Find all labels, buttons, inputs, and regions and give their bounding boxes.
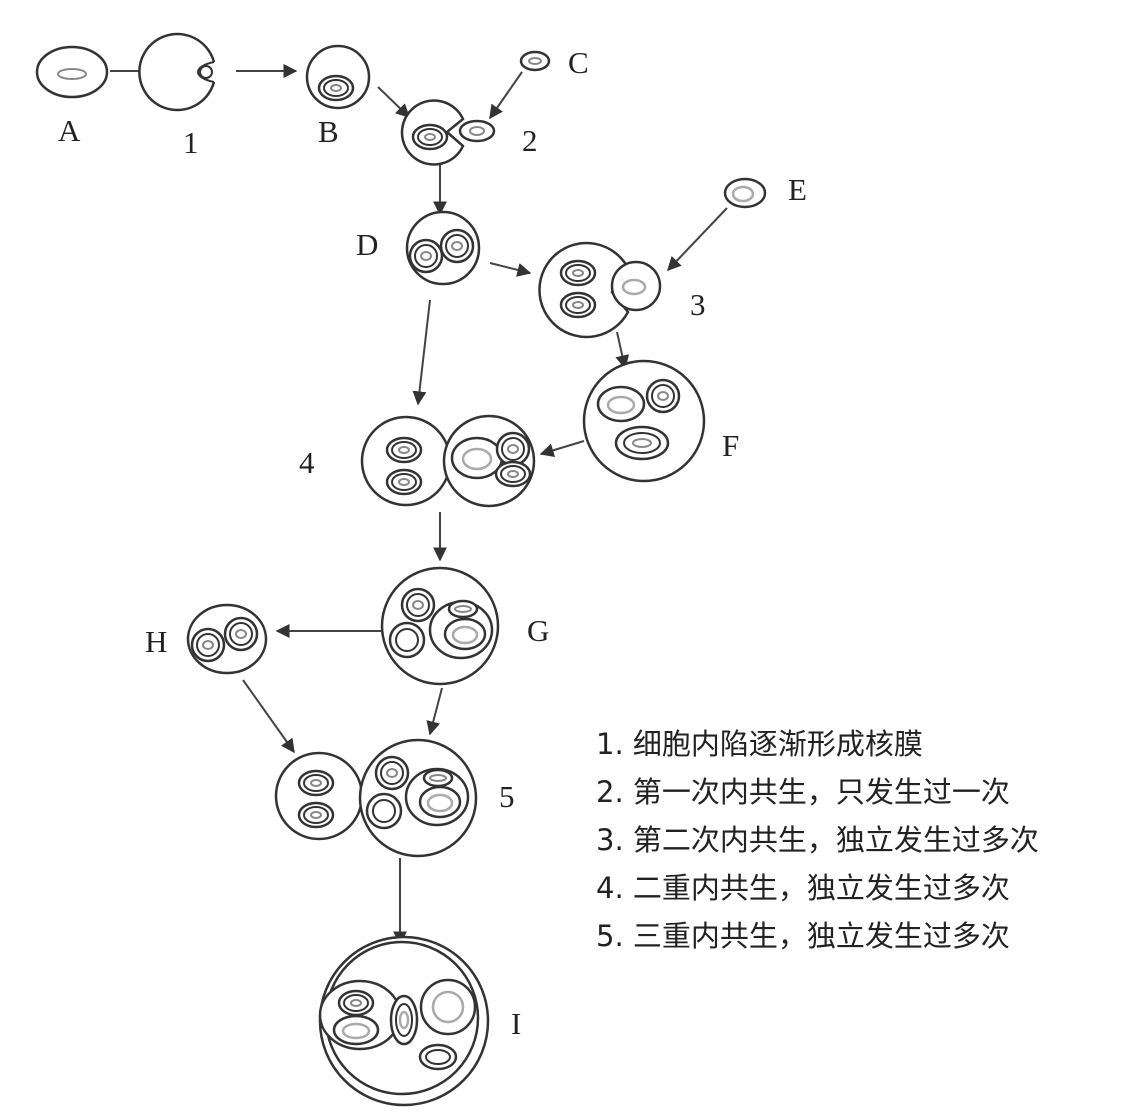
cell-2 bbox=[400, 99, 496, 166]
arrow-e-3 bbox=[667, 207, 728, 272]
arrow-h-5 bbox=[242, 679, 295, 754]
cell-c bbox=[519, 50, 551, 72]
label-a: A bbox=[58, 113, 81, 148]
label-c: C bbox=[568, 45, 589, 80]
cell-b bbox=[305, 44, 371, 110]
cell-a bbox=[35, 45, 109, 99]
label-b: B bbox=[318, 114, 339, 149]
arrow-d-3 bbox=[489, 262, 532, 277]
label-d: D bbox=[356, 227, 379, 262]
arrow-c-2 bbox=[489, 71, 523, 120]
label-2: 2 bbox=[522, 123, 538, 158]
arrow-d-4 bbox=[412, 299, 431, 406]
label-e: E bbox=[788, 172, 807, 207]
label-4: 4 bbox=[299, 445, 315, 480]
label-g: G bbox=[527, 613, 550, 648]
cell-h bbox=[186, 603, 268, 675]
cell-g bbox=[380, 566, 500, 686]
cell-3 bbox=[538, 241, 662, 339]
cell-f bbox=[582, 359, 706, 483]
arrows bbox=[110, 64, 728, 946]
cell-e bbox=[723, 177, 767, 209]
label-h: H bbox=[145, 624, 168, 659]
label-1: 1 bbox=[183, 125, 199, 160]
label-3: 3 bbox=[690, 287, 706, 322]
legend-item-3: 3. 第二次内共生，独立发生过多次 bbox=[596, 823, 1039, 857]
cell-5 bbox=[274, 738, 478, 858]
legend-item-4: 4. 二重内共生，独立发生过多次 bbox=[596, 871, 1010, 905]
arrow-b-2 bbox=[377, 86, 411, 118]
cell-d bbox=[405, 210, 481, 286]
arrow-f-4 bbox=[539, 440, 585, 458]
label-f: F bbox=[722, 428, 740, 463]
cell-i bbox=[318, 935, 490, 1107]
legend-item-2: 2. 第一次内共生，只发生过一次 bbox=[596, 775, 1010, 809]
legend-item-5: 5. 三重内共生，独立发生过多次 bbox=[596, 919, 1010, 953]
label-i: I bbox=[511, 1006, 522, 1041]
arrow-g-5 bbox=[426, 687, 443, 736]
cell-1 bbox=[138, 32, 216, 112]
legend: 1. 细胞内陷逐渐形成核膜 2. 第一次内共生，只发生过一次 3. 第二次内共生… bbox=[596, 720, 1039, 960]
arrow-3-f bbox=[615, 331, 630, 370]
legend-item-1: 1. 细胞内陷逐渐形成核膜 bbox=[596, 727, 923, 761]
label-5: 5 bbox=[499, 779, 515, 814]
cell-4 bbox=[360, 414, 536, 508]
